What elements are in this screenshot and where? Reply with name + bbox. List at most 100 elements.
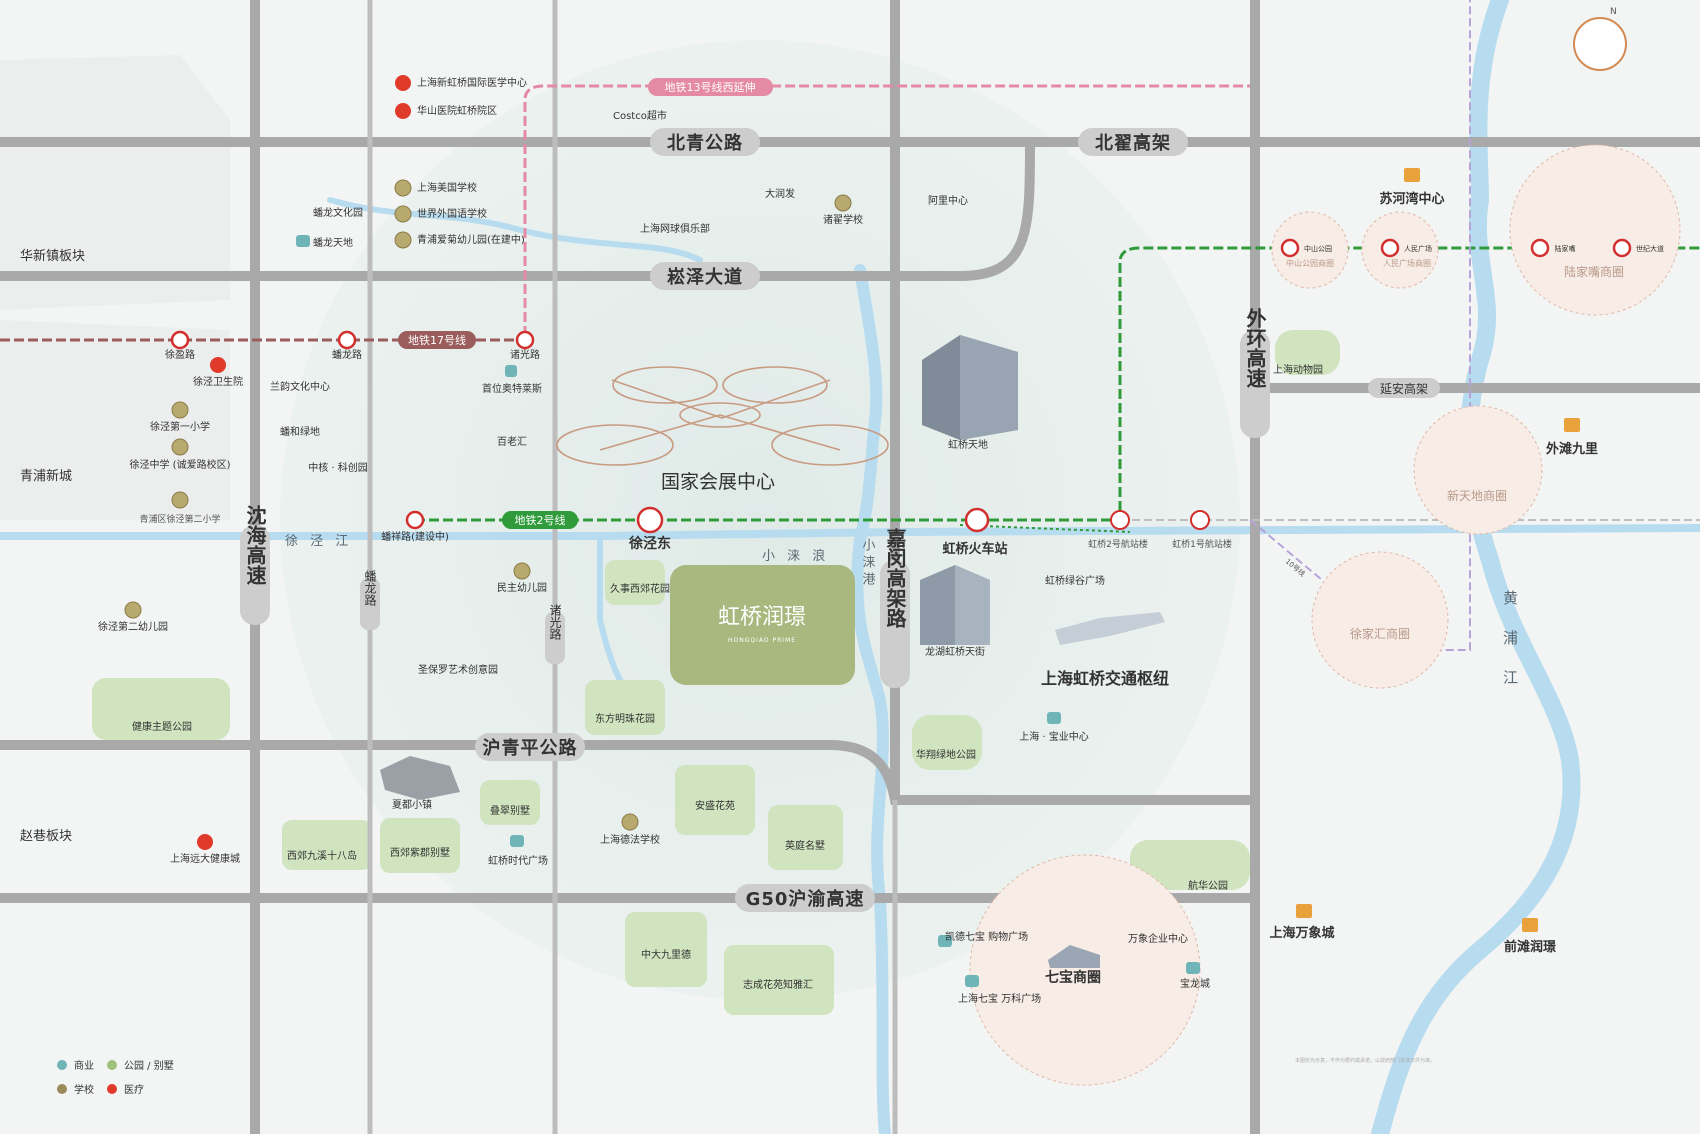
station-zhuguang: 诸光路 [510, 348, 540, 361]
legend-school: 学校 [74, 1083, 94, 1096]
panlong-culture-label: 蟠龙文化园 [313, 206, 363, 219]
road-g50: G50沪渝高速 [746, 888, 865, 910]
station-xuying: 徐盈路 [165, 348, 195, 361]
kaide-label: 凯德七宝 购物广场 [945, 930, 1028, 943]
metro-line17-label: 地铁17号线 [408, 333, 466, 347]
commerce-icons [296, 235, 1200, 987]
park-label-5: 叠翠别墅 [490, 805, 530, 817]
river-xiaolaigang: 小 涞 港 [860, 538, 876, 586]
park-label-10: 中大九里德 [641, 948, 691, 961]
qiantan-label: 前滩润璟 [1504, 939, 1556, 955]
road-songze: 崧泽大道 [667, 266, 743, 288]
metro-station-icons [170, 238, 1632, 534]
disclaimer: 本图仅为示意，不作为要约或承诺，以政府部门批准文件为准。 [1295, 1057, 1435, 1064]
project-name: 虹桥润璟 [718, 604, 806, 629]
legend-park-dot [107, 1060, 117, 1070]
project-plot[interactable] [670, 565, 855, 685]
school-label-2: 青浦爱菊幼儿园(在建中) [417, 233, 525, 246]
lujiazui-biz-label: 陆家嘴商圈 [1564, 264, 1624, 279]
hongqiao-tiandi-label: 虹桥天地 [948, 438, 988, 451]
baoye-label: 上海 · 宝业中心 [1019, 730, 1089, 743]
school-label-0: 上海美国学校 [417, 181, 477, 194]
road-yanan: 延安高架 [1380, 381, 1428, 396]
park-label-12: 上海动物园 [1273, 363, 1323, 376]
road-zhuguang: 诸光路 [548, 604, 562, 641]
road-beidi: 北翟高架 [1095, 132, 1171, 154]
darunfa-label: 大润发 [765, 187, 795, 200]
outlets-label: 首位奥特莱斯 [482, 382, 542, 395]
road-panlong: 蟠龙路 [363, 570, 377, 607]
park-label-11: 志成花苑知雅汇 [743, 978, 813, 991]
zhonghe-label: 中核 · 科创园 [308, 461, 368, 474]
compass: N [1573, 7, 1627, 72]
hospital-label-0: 上海新虹桥国际医学中心 [417, 76, 527, 89]
station-xujingdong: 徐泾东 [628, 535, 671, 552]
panhe-label: 蟠和绿地 [280, 425, 320, 438]
park-label-6: 安盛花苑 [695, 799, 735, 812]
hq-time-label: 虹桥时代广场 [488, 854, 548, 867]
baihui-label: 百老汇 [497, 435, 527, 448]
park-label-7: 英庭名墅 [785, 839, 825, 852]
baolong-label: 宝龙城 [1180, 977, 1210, 990]
station-t2: 虹桥2号航站楼 [1088, 538, 1148, 550]
station-lujiazui: 陆家嘴 [1555, 244, 1576, 253]
station-shiji: 世纪大道 [1636, 244, 1664, 253]
road-huqingping: 沪青平公路 [483, 737, 578, 759]
airport-icons [1110, 510, 1210, 530]
xiadu-label: 夏都小镇 [392, 798, 432, 811]
wanxiang-biz-label: 万象企业中心 [1128, 932, 1188, 945]
park-label-1: 华翔绿地公园 [916, 748, 976, 761]
hospital-icons [197, 75, 411, 850]
zhongshan-biz-label: 中山公园商圈 [1286, 258, 1334, 268]
legend-school-dot [57, 1084, 67, 1094]
area-huaxin: 华新镇板块 [20, 248, 85, 264]
legend-medical-dot [107, 1084, 117, 1094]
compass-north-icon: N [1610, 7, 1617, 17]
landmark-icons [1296, 168, 1580, 932]
park-label-3: 久事西郊花园 [610, 582, 670, 595]
school-label-5: 徐泾中学 (诚爱路校区) [130, 458, 231, 471]
costco-label: Costco超市 [613, 109, 667, 122]
hospital-label-1: 华山医院虹桥院区 [417, 104, 497, 117]
legend: 商业 公园 / 别墅 学校 医疗 [57, 1059, 174, 1096]
road-jiamin: 嘉闵高架路 [883, 527, 907, 629]
mixc-label: 上海万象城 [1269, 925, 1334, 941]
hub-label: 上海虹桥交通枢纽 [1041, 669, 1169, 688]
station-panxiang: 蟠祥路(建设中) [381, 530, 449, 543]
school-icons [124, 179, 852, 831]
school-label-1: 世界外国语学校 [417, 207, 487, 220]
legend-commerce: 商业 [74, 1059, 94, 1072]
station-panlong: 蟠龙路 [332, 348, 362, 361]
river-huangpu: 黄 浦 江 [1501, 590, 1519, 695]
building-illustrations [380, 335, 1165, 968]
vanke-label: 上海七宝 万科广场 [958, 992, 1041, 1005]
lanyun-label: 兰韵文化中心 [270, 380, 330, 393]
road-shenhai: 沈海高速 [243, 505, 267, 586]
xujiahui-biz-label: 徐家汇商圈 [1350, 626, 1410, 641]
convention-center-label: 国家会展中心 [661, 471, 775, 493]
business-circles [969, 144, 1681, 1086]
renmin-biz-label: 人民广场商圈 [1383, 258, 1431, 268]
river-xiaolai: 小 涞 浪 [762, 549, 829, 564]
school-label-7: 徐泾第二幼儿园 [98, 620, 168, 633]
legend-commerce-dot [57, 1060, 67, 1070]
rail-link [959, 524, 1131, 533]
school-label-6: 青浦区徐泾第二小学 [139, 513, 220, 525]
hospital-label-3: 上海远大健康城 [170, 852, 240, 865]
park-label-2: 航华公园 [1188, 879, 1228, 892]
longhu-label: 龙湖虹桥天街 [925, 645, 985, 658]
school-label-4: 徐泾第一小学 [150, 420, 210, 433]
park-label-4: 东方明珠花园 [595, 712, 655, 725]
ali-label: 阿里中心 [928, 194, 968, 207]
metro-line13-label: 地铁13号线西延伸 [665, 80, 756, 94]
road-waihuan: 外环高速 [1243, 307, 1267, 389]
line2 [415, 246, 1700, 522]
saint-paul-label: 圣保罗艺术创意园 [418, 663, 498, 676]
school-label-3: 诸翟学校 [823, 213, 863, 226]
xintiandi-biz-label: 新天地商圈 [1447, 488, 1507, 503]
legend-medical: 医疗 [124, 1083, 144, 1096]
station-zhongshan: 中山公园 [1304, 244, 1332, 253]
school-label-8: 民主幼儿园 [497, 581, 547, 594]
